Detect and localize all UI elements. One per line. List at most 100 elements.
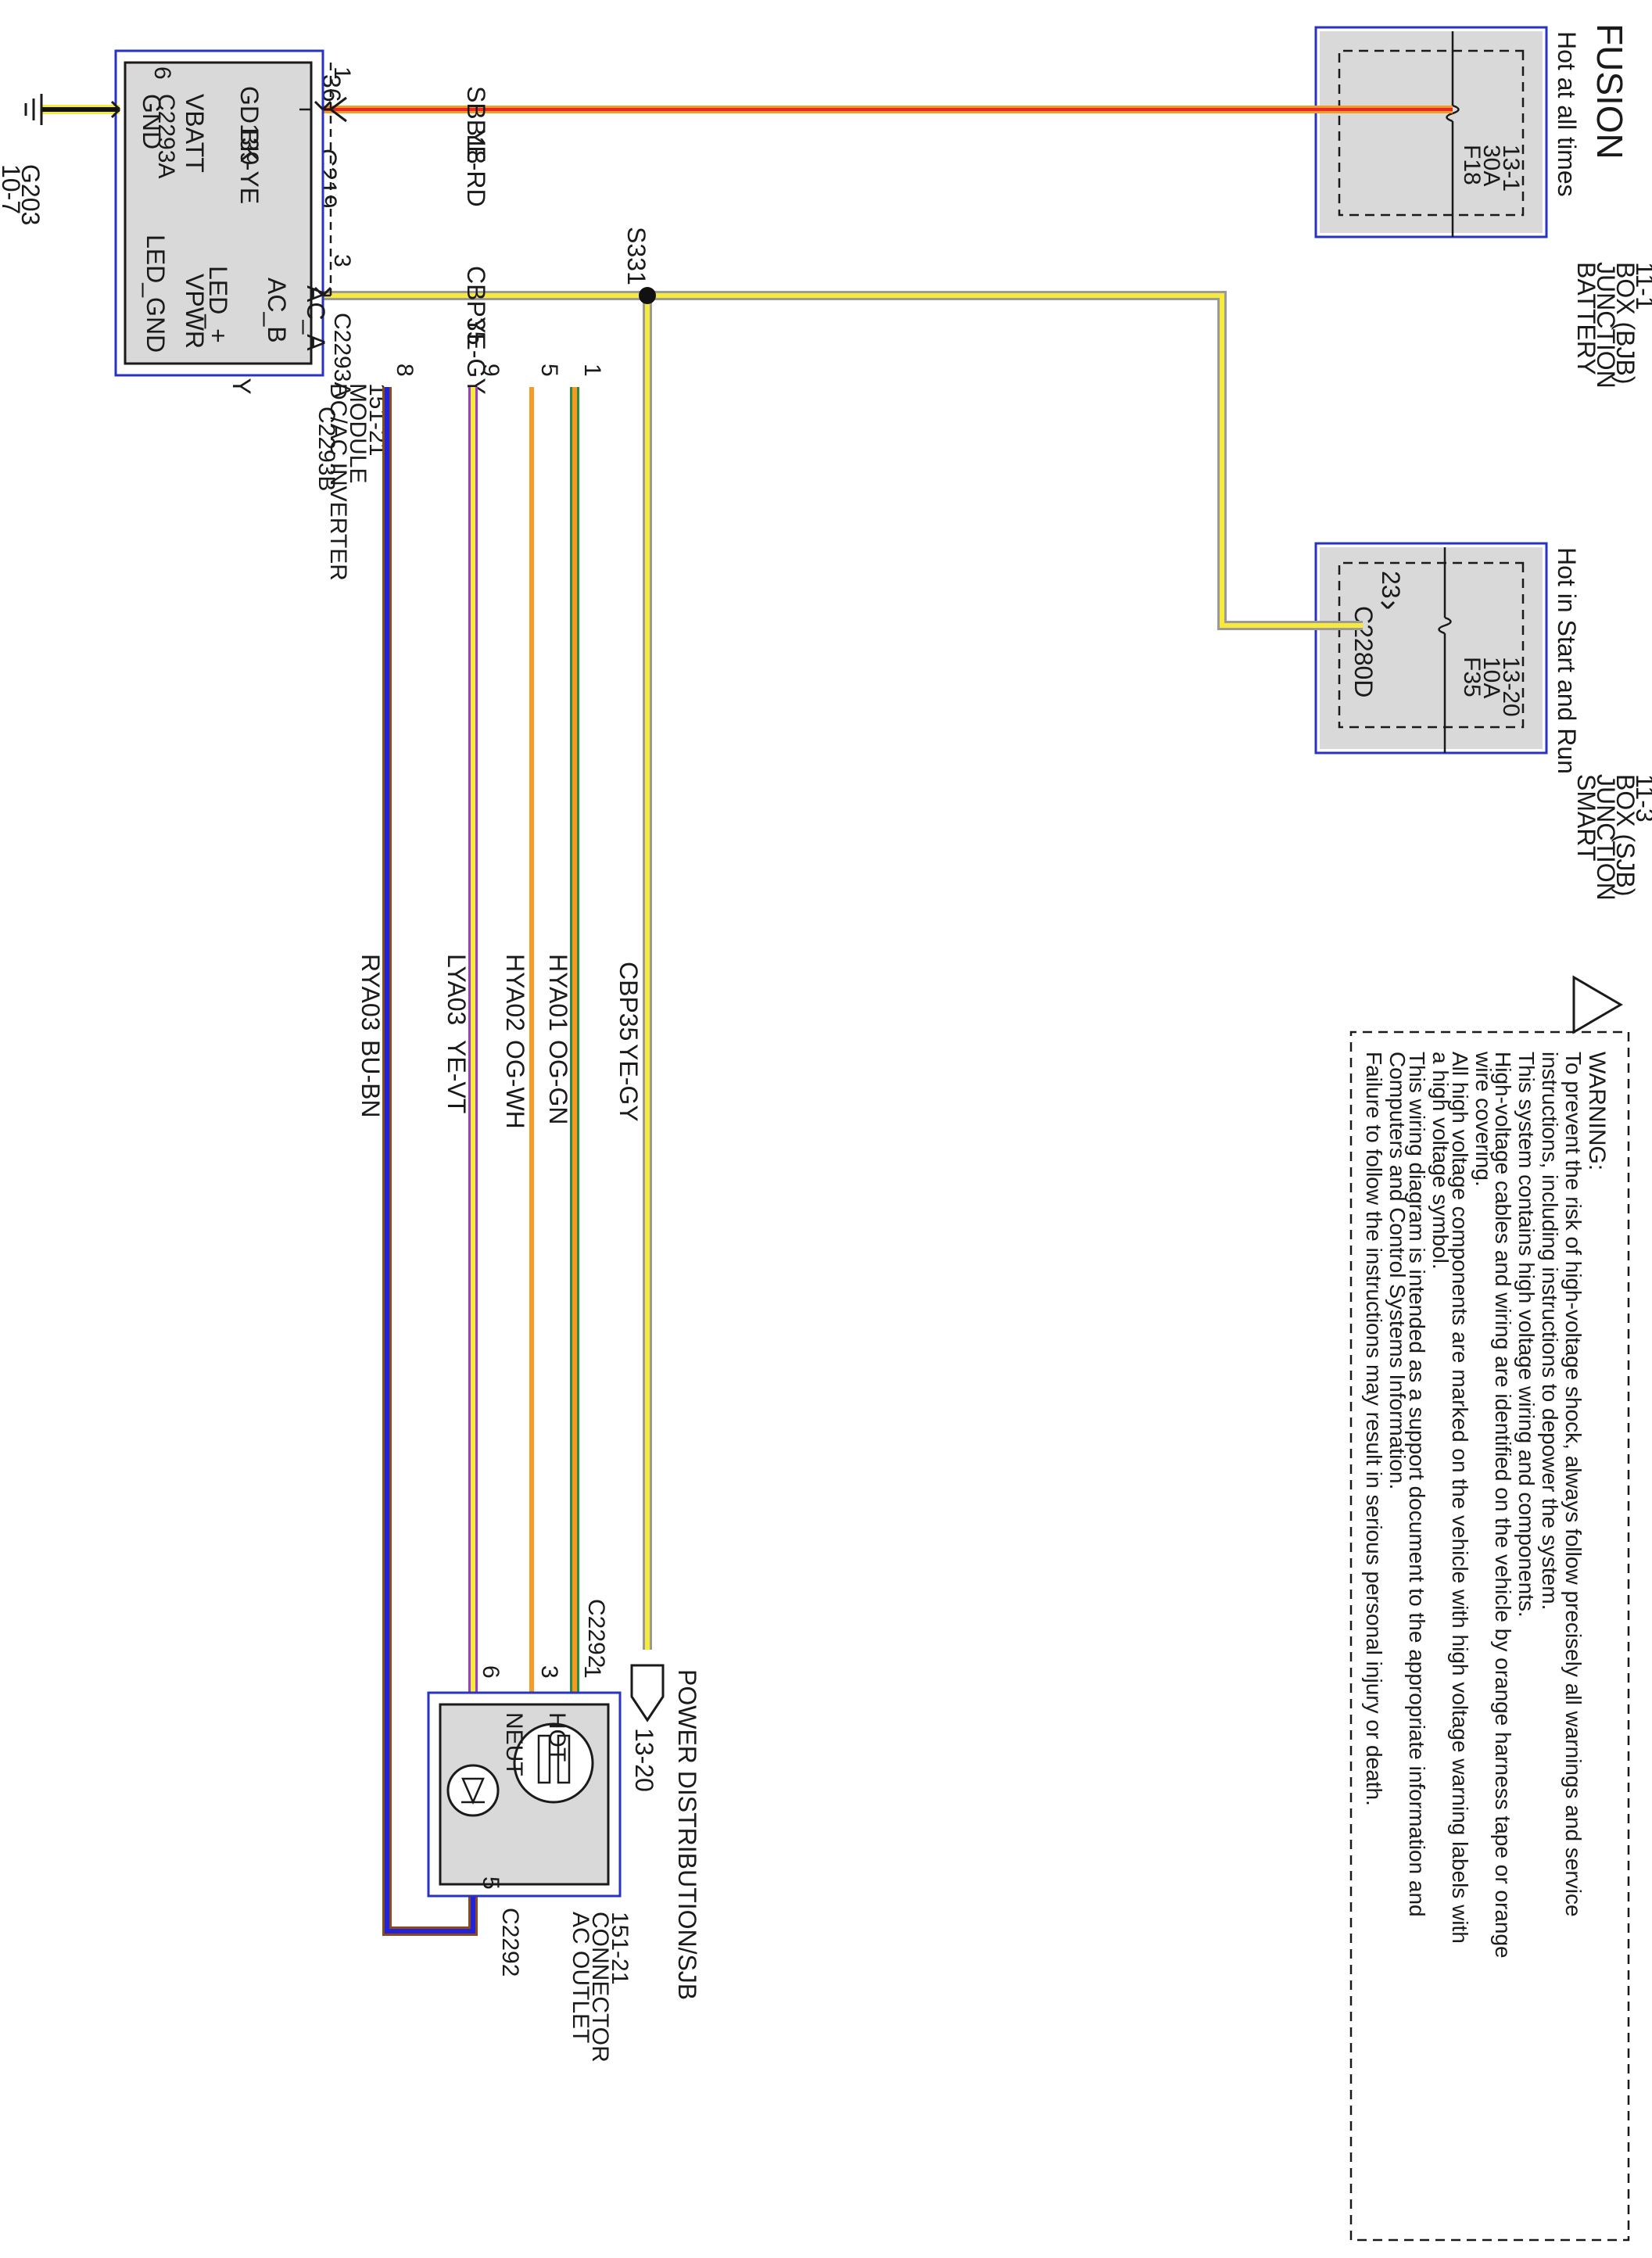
warning-line-5: wire covering. bbox=[1471, 1051, 1496, 1187]
pin-3-label: 3 bbox=[329, 254, 355, 267]
hya02-color: OG-WH bbox=[501, 1040, 529, 1129]
bjb-name-line-1: BATTERY bbox=[1572, 262, 1600, 375]
power-distribution-ref: POWER DISTRIBUTION/SJB 13-20 bbox=[630, 1664, 701, 2000]
lya03-pin-inv: 9 bbox=[478, 364, 503, 377]
gd139-color: BK-YE bbox=[235, 129, 263, 204]
offpage-arrow-icon bbox=[630, 1664, 665, 1722]
outlet-hot-label: HOT bbox=[544, 1712, 570, 1762]
gnd-pin-label: 6 bbox=[149, 66, 175, 80]
ground-ref: 10-7 bbox=[0, 164, 25, 214]
warning-triangle-icon bbox=[1572, 975, 1623, 1034]
pin-led-gnd: LED_GND bbox=[142, 235, 170, 353]
hya02-id: HYA02 bbox=[501, 954, 529, 1031]
fuse-f18-ref: 13-1 bbox=[1498, 145, 1524, 192]
warning-line-6: All high voltage components are marked o… bbox=[1448, 1052, 1472, 1944]
inverter-name-line-2: MODULE bbox=[345, 383, 371, 483]
outlet-name-line-3: 151-21 bbox=[607, 1912, 632, 1984]
pin-gnd: GND bbox=[138, 94, 166, 149]
sjb-connector: C2280D bbox=[1349, 606, 1378, 697]
fuse-f35-id: F35 bbox=[1459, 657, 1485, 697]
warning-line-9: Computers and Control Systems Informatio… bbox=[1385, 1052, 1410, 1489]
wire-rya03: RYA03 BU-BN 8 bbox=[357, 364, 478, 1936]
warning-heading: WARNING: bbox=[1584, 1052, 1610, 1170]
warning-line-3: This system contains high voltage wiring… bbox=[1514, 1052, 1539, 1618]
rya03-color: BU-BN bbox=[357, 1040, 385, 1118]
bjb-name: BATTERY JUNCTION BOX (BJB) 11-1 bbox=[1572, 262, 1652, 389]
wire-hya01: HYA01 OG-GN 1 bbox=[544, 364, 605, 1693]
inverter-name-line-1: DC/AC INVERTER bbox=[325, 383, 351, 581]
warning-box: WARNING: To prevent the risk of high-vol… bbox=[1349, 975, 1630, 2242]
cbp35-id-right: CBP35 bbox=[462, 266, 490, 345]
wire-hya02: HYA02 OG-WH 5 bbox=[501, 364, 562, 1693]
rya03-pin-out: 5 bbox=[478, 1876, 503, 1890]
fuse-f35-icon bbox=[1438, 616, 1452, 635]
fuse-f35-rating: 10A bbox=[1478, 657, 1504, 698]
splice-s331-label: S331 bbox=[622, 227, 650, 285]
gnd-arrow-icon bbox=[110, 100, 121, 119]
power-dist-ref: 13-20 bbox=[630, 1728, 658, 1792]
hya01-pin-inv: 1 bbox=[579, 364, 605, 377]
gd139-id: GD139 bbox=[235, 86, 263, 165]
warning-outline bbox=[1349, 1030, 1630, 2242]
diagram-title: FUSION bbox=[1589, 23, 1630, 159]
sjb-name-line-3: BOX (SJB) bbox=[1611, 774, 1639, 896]
pin-ac-b: AC_B bbox=[263, 278, 291, 343]
dc-ac-inverter-module: VBATT VPWR AC_A AC_B LED_+ LED_GND GND D… bbox=[114, 49, 390, 581]
outlet-name-line-2: CONNECTOR bbox=[587, 1912, 613, 2063]
fuse-f18-id: F18 bbox=[1459, 145, 1485, 185]
warning-line-10: Failure to follow the instructions may r… bbox=[1362, 1052, 1386, 1806]
connector-c2293a-left: C2293A bbox=[153, 94, 179, 178]
cbp35-id-down: CBP35 bbox=[615, 962, 643, 1041]
wire-gd139: GD139 BK-YE G203 10-7 bbox=[0, 86, 263, 225]
warning-line-2: instructions, including instructions to … bbox=[1538, 1052, 1562, 1610]
pin-vbatt: VBATT bbox=[181, 94, 209, 173]
outlet-connector-top: C2292 bbox=[583, 1599, 609, 1668]
rya03-pin-inv: 8 bbox=[392, 364, 417, 377]
connector-c2293a-top: C2293A bbox=[329, 313, 355, 397]
cbp35-color-right: YE-GY bbox=[462, 317, 490, 395]
ac-outlet-connector: HOT NEUT 1 3 6 5 C2292 C2292 AC OUTLET C… bbox=[427, 1599, 632, 2063]
sbb18-id-right: SBB18 bbox=[462, 86, 490, 164]
lya03-id: LYA03 bbox=[443, 954, 471, 1025]
lya03-pin-out: 6 bbox=[478, 1665, 503, 1679]
hya01-id: HYA01 bbox=[544, 954, 572, 1031]
connector-c2293b: C2293B bbox=[314, 407, 339, 491]
bjb-name-line-2: JUNCTION bbox=[1592, 262, 1620, 389]
sjb-name-line-1: SMART bbox=[1572, 774, 1600, 861]
power-dist-label: POWER DISTRIBUTION/SJB bbox=[673, 1669, 701, 2000]
sjb-caption: Hot in Start and Run bbox=[1553, 547, 1581, 774]
outlet-led-icon bbox=[446, 1764, 500, 1817]
pin-1-label: 1 bbox=[329, 66, 355, 80]
fuse-f18-rating: 30A bbox=[1478, 145, 1504, 186]
sjb-pin: 23 bbox=[1377, 571, 1405, 599]
bjb-name-line-3: BOX (BJB) bbox=[1611, 262, 1639, 384]
ground-symbol-icon bbox=[24, 94, 43, 125]
sjb-name-line-4: 11-3 bbox=[1631, 774, 1652, 823]
sjb-name: SMART JUNCTION BOX (SJB) 11-3 bbox=[1572, 774, 1652, 901]
sjb-name-line-2: JUNCTION bbox=[1592, 774, 1620, 901]
wire-lya03: LYA03 YE-VT 9 bbox=[443, 364, 503, 1693]
outlet-receptacle-icon bbox=[513, 1722, 594, 1804]
sjb-connector-arrow-icon bbox=[1380, 600, 1396, 610]
warning-line-1: To prevent the risk of high-voltage shoc… bbox=[1561, 1052, 1586, 1917]
bjb-caption: Hot at all times bbox=[1553, 31, 1581, 197]
battery-junction-box: Hot at all times F18 30A 13-1 BATTERY JU… bbox=[1314, 26, 1652, 389]
warning-line-7: a high voltage symbol. bbox=[1428, 1052, 1453, 1270]
outlet-neut-label: NEUT bbox=[501, 1712, 527, 1776]
outlet-name-line-1: AC OUTLET bbox=[568, 1912, 593, 2043]
lya03-color: YE-VT bbox=[443, 1040, 471, 1113]
hya02-pin-out: 3 bbox=[536, 1665, 562, 1679]
ground-id: G203 bbox=[16, 164, 45, 225]
splice-s331-icon bbox=[639, 287, 656, 304]
sbb18-color-right: YE-RD bbox=[462, 129, 490, 207]
pin-vpwr: VPWR bbox=[181, 274, 209, 349]
hya01-color: OG-GN bbox=[544, 1040, 572, 1124]
pin-ac-a: AC_A bbox=[302, 285, 330, 351]
fuse-f35-ref: 13-20 bbox=[1498, 657, 1524, 717]
wire-sbb18: SBB18 YE-RD SBB18 YE-RD bbox=[228, 86, 1453, 207]
wire-cbp35: S331 CBP35 YE-GY CBP35 YE-GY CBP35 YE-GY bbox=[228, 227, 1363, 1650]
rya03-id: RYA03 bbox=[357, 954, 385, 1030]
pin-led-plus: LED_+ bbox=[204, 266, 232, 343]
smart-junction-box: Hot in Start and Run F35 10A 13-20 23 C2… bbox=[1314, 542, 1652, 901]
